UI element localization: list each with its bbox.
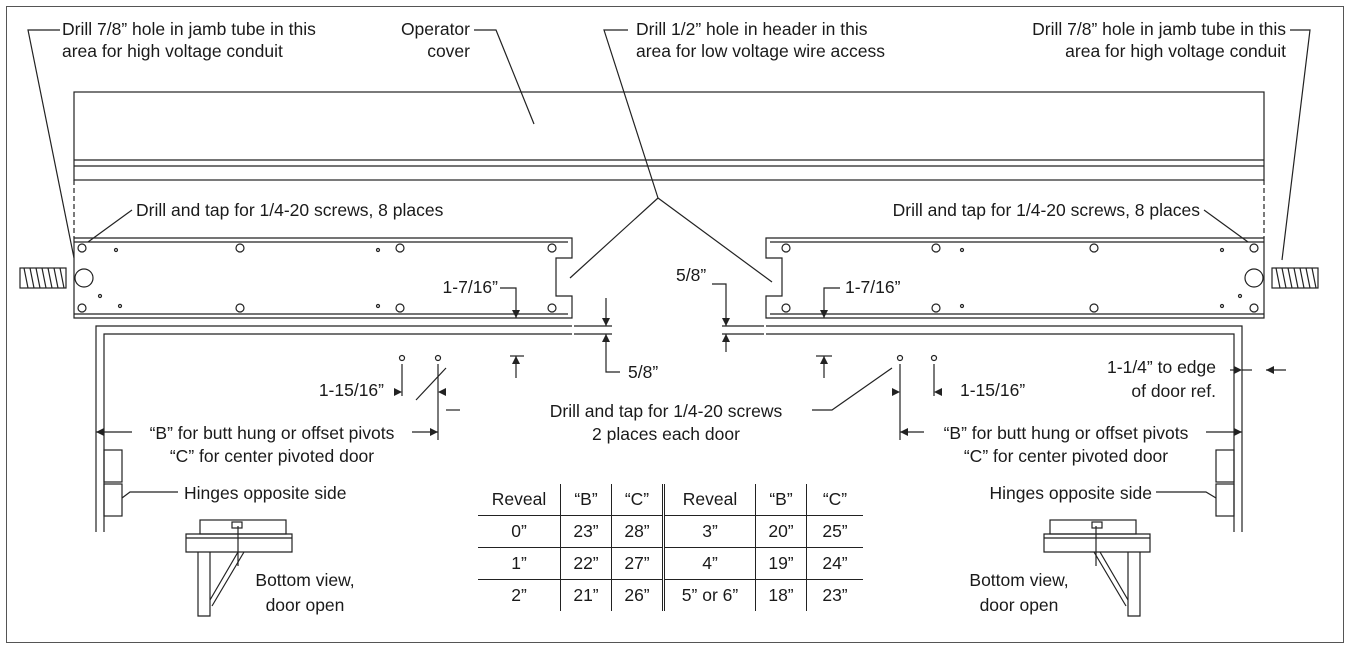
tap-2-places-line1: Drill and tap for 1/4-20 screws bbox=[549, 401, 783, 421]
edge-ref-line2: of door ref. bbox=[1131, 381, 1216, 401]
b-label-left: “B” for butt hung or offset pivots bbox=[149, 423, 395, 443]
left-header-plate bbox=[73, 237, 573, 319]
table-row: 1” 22” 27” 4” 19” 24” bbox=[478, 547, 863, 580]
table-cell: 22” bbox=[560, 547, 612, 580]
drill-jamb-left-line1: Drill 7/8” hole in jamb tube in this bbox=[62, 19, 316, 39]
header-c-1: “C” bbox=[611, 484, 665, 516]
table-cell: 1” bbox=[478, 547, 561, 580]
right-bottom-view bbox=[1043, 519, 1151, 617]
operator-cover bbox=[73, 91, 1265, 181]
left-conduit bbox=[19, 267, 67, 289]
table-row: 0” 23” 28” 3” 20” 25” bbox=[478, 515, 863, 548]
table-cell: 25” bbox=[806, 515, 863, 548]
left-door-hole-outer bbox=[398, 354, 406, 362]
table-cell: 23” bbox=[806, 579, 863, 611]
table-cell: 4” bbox=[663, 547, 756, 580]
dim-1-15-16-left: 1-15/16” bbox=[318, 380, 384, 400]
left-jamb-hole bbox=[74, 268, 94, 288]
tap-8-places-left: Drill and tap for 1/4-20 screws, 8 place… bbox=[136, 200, 444, 220]
edge-ref-line1: 1-1/4” to edge bbox=[1107, 357, 1216, 377]
drill-jamb-right-line2: area for high voltage conduit bbox=[1065, 41, 1286, 61]
right-conduit bbox=[1271, 267, 1319, 289]
header-c-2: “C” bbox=[822, 489, 848, 509]
table-cell: 19” bbox=[755, 547, 807, 580]
c-label-left: “C” for center pivoted door bbox=[169, 446, 375, 466]
tap-8-places-right: Drill and tap for 1/4-20 screws, 8 place… bbox=[892, 200, 1200, 220]
bottom-view-right-line2: door open bbox=[979, 595, 1059, 615]
right-header-plate bbox=[765, 237, 1265, 319]
drill-header-line2: area for low voltage wire access bbox=[636, 41, 885, 61]
left-plate-screws bbox=[77, 243, 557, 313]
dim-1-15-16-right: 1-15/16” bbox=[960, 380, 1026, 400]
left-hinge-top bbox=[103, 449, 123, 483]
hinges-label-left: Hinges opposite side bbox=[184, 483, 347, 503]
bottom-view-left-line2: door open bbox=[265, 595, 345, 615]
dim-1-7-16-right: 1-7/16” bbox=[845, 277, 901, 297]
table-cell: 3” bbox=[663, 515, 756, 548]
reveal-table: Reveal “B” “C” Reveal “B” “C” 0” 23” 28”… bbox=[478, 484, 863, 611]
reveal-table-header: Reveal “B” “C” Reveal “B” “C” bbox=[478, 484, 863, 516]
c-label-right: “C” for center pivoted door bbox=[963, 446, 1169, 466]
left-door-hole-inner bbox=[434, 354, 442, 362]
right-hinge-top bbox=[1215, 449, 1235, 483]
table-cell: 26” bbox=[611, 579, 665, 611]
right-door-hole-inner bbox=[896, 354, 904, 362]
header-reveal-1: Reveal bbox=[478, 484, 561, 516]
table-cell: 2” bbox=[478, 579, 561, 611]
right-hinge-bottom bbox=[1215, 483, 1235, 517]
diagram-frame bbox=[6, 6, 1344, 643]
operator-cover-line1: Operator bbox=[400, 19, 470, 39]
table-cell: 24” bbox=[806, 547, 863, 580]
header-b-1: “B” bbox=[560, 484, 612, 516]
table-row: 2” 21” 26” 5” or 6” 18” 23” bbox=[478, 579, 863, 611]
bottom-view-right-line1: Bottom view, bbox=[969, 570, 1069, 590]
hinges-label-right: Hinges opposite side bbox=[989, 483, 1152, 503]
right-plate-screws bbox=[781, 243, 1259, 313]
table-cell: 18” bbox=[755, 579, 807, 611]
left-bottom-view bbox=[185, 519, 293, 617]
table-cell: 27” bbox=[611, 547, 665, 580]
right-jamb-hole bbox=[1244, 268, 1264, 288]
table-cell: 5” or 6” bbox=[663, 579, 756, 611]
table-cell: 21” bbox=[560, 579, 612, 611]
operator-cover-line2: cover bbox=[427, 41, 470, 61]
dim-1-7-16-left: 1-7/16” bbox=[442, 277, 498, 297]
arrowheads bbox=[96, 310, 1274, 436]
dim-5-8-top: 5/8” bbox=[676, 265, 707, 285]
table-cell: 0” bbox=[478, 515, 561, 548]
right-door-hole-outer bbox=[930, 354, 938, 362]
tap-2-places-line2: 2 places each door bbox=[592, 424, 740, 444]
table-cell: 20” bbox=[755, 515, 807, 548]
drill-jamb-right-line1: Drill 7/8” hole in jamb tube in this bbox=[1032, 19, 1286, 39]
bottom-view-left-line1: Bottom view, bbox=[255, 570, 355, 590]
table-cell: 23” bbox=[560, 515, 612, 548]
left-hinge-bottom bbox=[103, 483, 123, 517]
drill-jamb-left-line2: area for high voltage conduit bbox=[62, 41, 283, 61]
table-cell: 28” bbox=[611, 515, 665, 548]
dim-5-8-bottom: 5/8” bbox=[628, 362, 659, 382]
drill-header-line1: Drill 1/2” hole in header in this bbox=[636, 19, 868, 39]
header-reveal-2: Reveal bbox=[663, 484, 756, 516]
b-label-right: “B” for butt hung or offset pivots bbox=[943, 423, 1189, 443]
header-b-2: “B” bbox=[755, 484, 807, 516]
